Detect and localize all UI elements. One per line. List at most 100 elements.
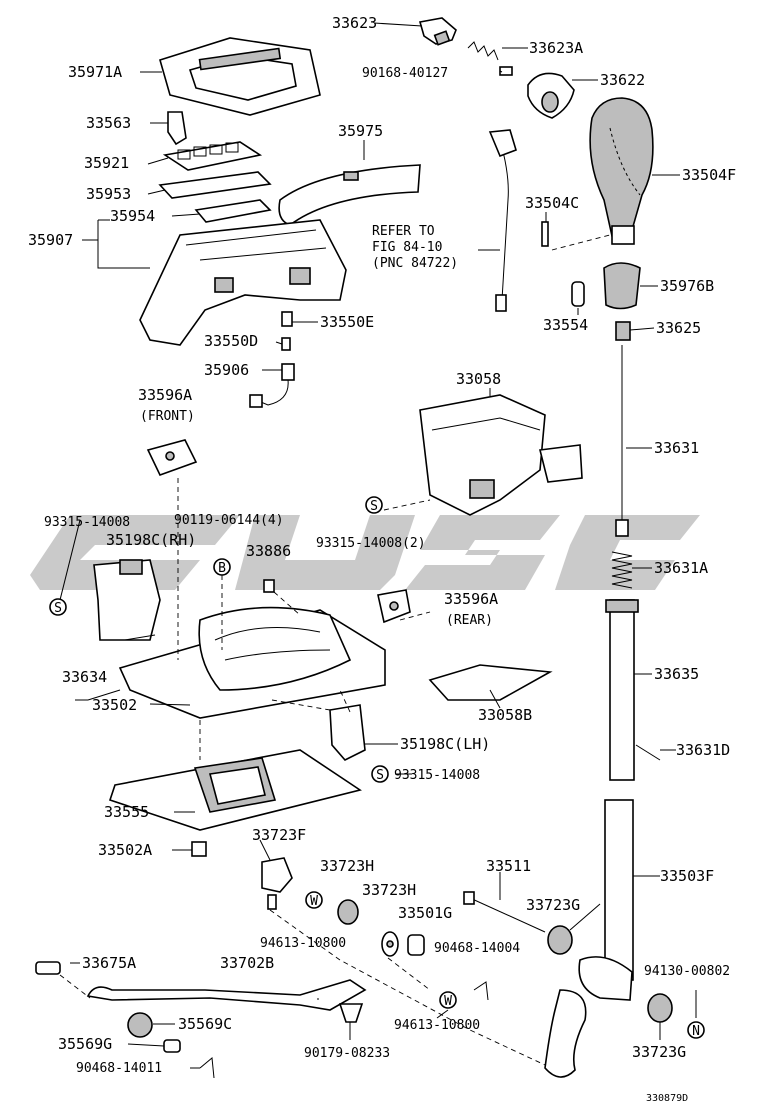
label-35569C: 35569C [178, 1015, 232, 1033]
assembly-lines [59, 478, 546, 1066]
label-93315-14008-c: 93315-14008 [394, 768, 480, 783]
part-33723G-bushing-2 [647, 993, 673, 1023]
label-35198C-RH: 35198C(RH) [106, 531, 196, 549]
part-35971A-bezel [159, 37, 321, 116]
label-93315-14008-b: 93315-14008(2) [316, 536, 426, 551]
label-33625: 33625 [656, 319, 701, 337]
svg-text:B: B [218, 561, 226, 576]
label-33723H-2: 33723H [362, 881, 416, 899]
label-35907: 35907 [28, 231, 73, 249]
label-33504C: 33504C [525, 194, 579, 212]
part-33723H-washer [381, 931, 399, 957]
part-33555-plate [108, 749, 362, 831]
label-90179-08233: 90179-08233 [304, 1046, 390, 1061]
svg-text:W: W [310, 894, 318, 909]
label-33675A: 33675A [82, 954, 136, 972]
svg-text:S: S [376, 768, 384, 783]
label-90468-14004: 90468-14004 [434, 941, 520, 956]
part-33596A-rear [377, 589, 411, 624]
label-90119-06144: 90119-06144(4) [174, 513, 284, 528]
part-33631A-spring [611, 551, 633, 589]
part-90179 [338, 1003, 364, 1023]
label-33058: 33058 [456, 370, 501, 388]
part-33886 [263, 579, 275, 593]
part-33623 [418, 17, 457, 46]
label-33503F: 33503F [660, 867, 714, 885]
part-33702B-rod [86, 979, 367, 1011]
part-33631-rod [615, 345, 629, 537]
figure-number: 330879D [646, 1093, 688, 1104]
part-90168-bolt [499, 66, 513, 76]
refer-note-line3: (PNC 84722) [372, 256, 458, 271]
label-33511: 33511 [486, 857, 531, 875]
symbol-n: N [687, 1021, 705, 1039]
part-33596A-front [146, 439, 198, 476]
part-33631D-pin [635, 744, 661, 761]
label-33555: 33555 [104, 803, 149, 821]
part-33501G [407, 934, 425, 956]
label-33702B: 33702B [220, 954, 274, 972]
label-33622: 33622 [600, 71, 645, 89]
symbol-w-2: W [439, 991, 457, 1009]
svg-text:W: W [444, 994, 452, 1009]
part-90468-14011-clip [199, 1057, 215, 1079]
part-33502A [191, 841, 207, 857]
label-33058B: 33058B [478, 706, 532, 724]
part-33563 [167, 111, 187, 146]
label-33502: 33502 [92, 696, 137, 714]
label-front: (FRONT) [140, 409, 195, 424]
label-33723G-2: 33723G [632, 1043, 686, 1061]
label-35198C-LH: 35198C(LH) [400, 735, 490, 753]
part-cable [488, 129, 517, 312]
label-33550E: 33550E [320, 313, 374, 331]
part-33623A-spring [467, 41, 499, 61]
part-33511-bolt [463, 891, 546, 933]
symbol-w-1: W [305, 891, 323, 909]
part-33058-unit [419, 394, 583, 516]
part-33723F [261, 857, 293, 910]
part-33550-pins [281, 311, 293, 351]
part-35975-cover [278, 164, 421, 226]
label-33596A-front: 33596A [138, 386, 192, 404]
part-35569G [163, 1039, 181, 1053]
label-33631A: 33631A [654, 559, 708, 577]
part-33675A [35, 961, 61, 975]
label-94613-10800-b: 94613-10800 [394, 1018, 480, 1033]
part-35921-plate [162, 141, 263, 171]
label-33634: 33634 [62, 668, 107, 686]
part-35198C-RH [93, 559, 161, 641]
part-33502-base [118, 606, 386, 719]
part-labels: 33623 33623A 90168-40127 33622 35971A 33… [28, 14, 736, 1104]
part-35976B [603, 262, 641, 310]
label-33723G-1: 33723G [526, 896, 580, 914]
part-33504C-screw [541, 221, 611, 251]
label-rear: (REAR) [446, 613, 493, 628]
label-33723H-1: 33723H [320, 857, 374, 875]
label-33550D: 33550D [204, 332, 258, 350]
symbol-s-3: S [371, 765, 389, 783]
part-33635-tube [605, 599, 639, 781]
label-33563: 33563 [86, 114, 131, 132]
symbol-b: B [213, 558, 231, 576]
label-35954: 35954 [110, 207, 155, 225]
label-33631D: 33631D [676, 741, 730, 759]
svg-text:S: S [370, 499, 378, 514]
label-33554: 33554 [543, 316, 588, 334]
part-35953 [158, 171, 272, 199]
label-33635: 33635 [654, 665, 699, 683]
part-33723G-bushing-1 [547, 925, 573, 955]
part-33058B [428, 664, 553, 701]
svg-text:S: S [54, 601, 62, 616]
refer-note-line1: REFER TO [372, 224, 435, 239]
symbol-s-1: S [365, 496, 383, 514]
label-33623: 33623 [332, 14, 377, 32]
label-94130-00802: 94130-00802 [644, 964, 730, 979]
label-33631: 33631 [654, 439, 699, 457]
part-35569C [127, 1012, 153, 1038]
label-35906: 35906 [204, 361, 249, 379]
refer-note-line2: FIG 84-10 [372, 240, 442, 255]
part-35954 [194, 199, 272, 223]
label-33504F: 33504F [682, 166, 736, 184]
watermark-logo [30, 515, 700, 590]
